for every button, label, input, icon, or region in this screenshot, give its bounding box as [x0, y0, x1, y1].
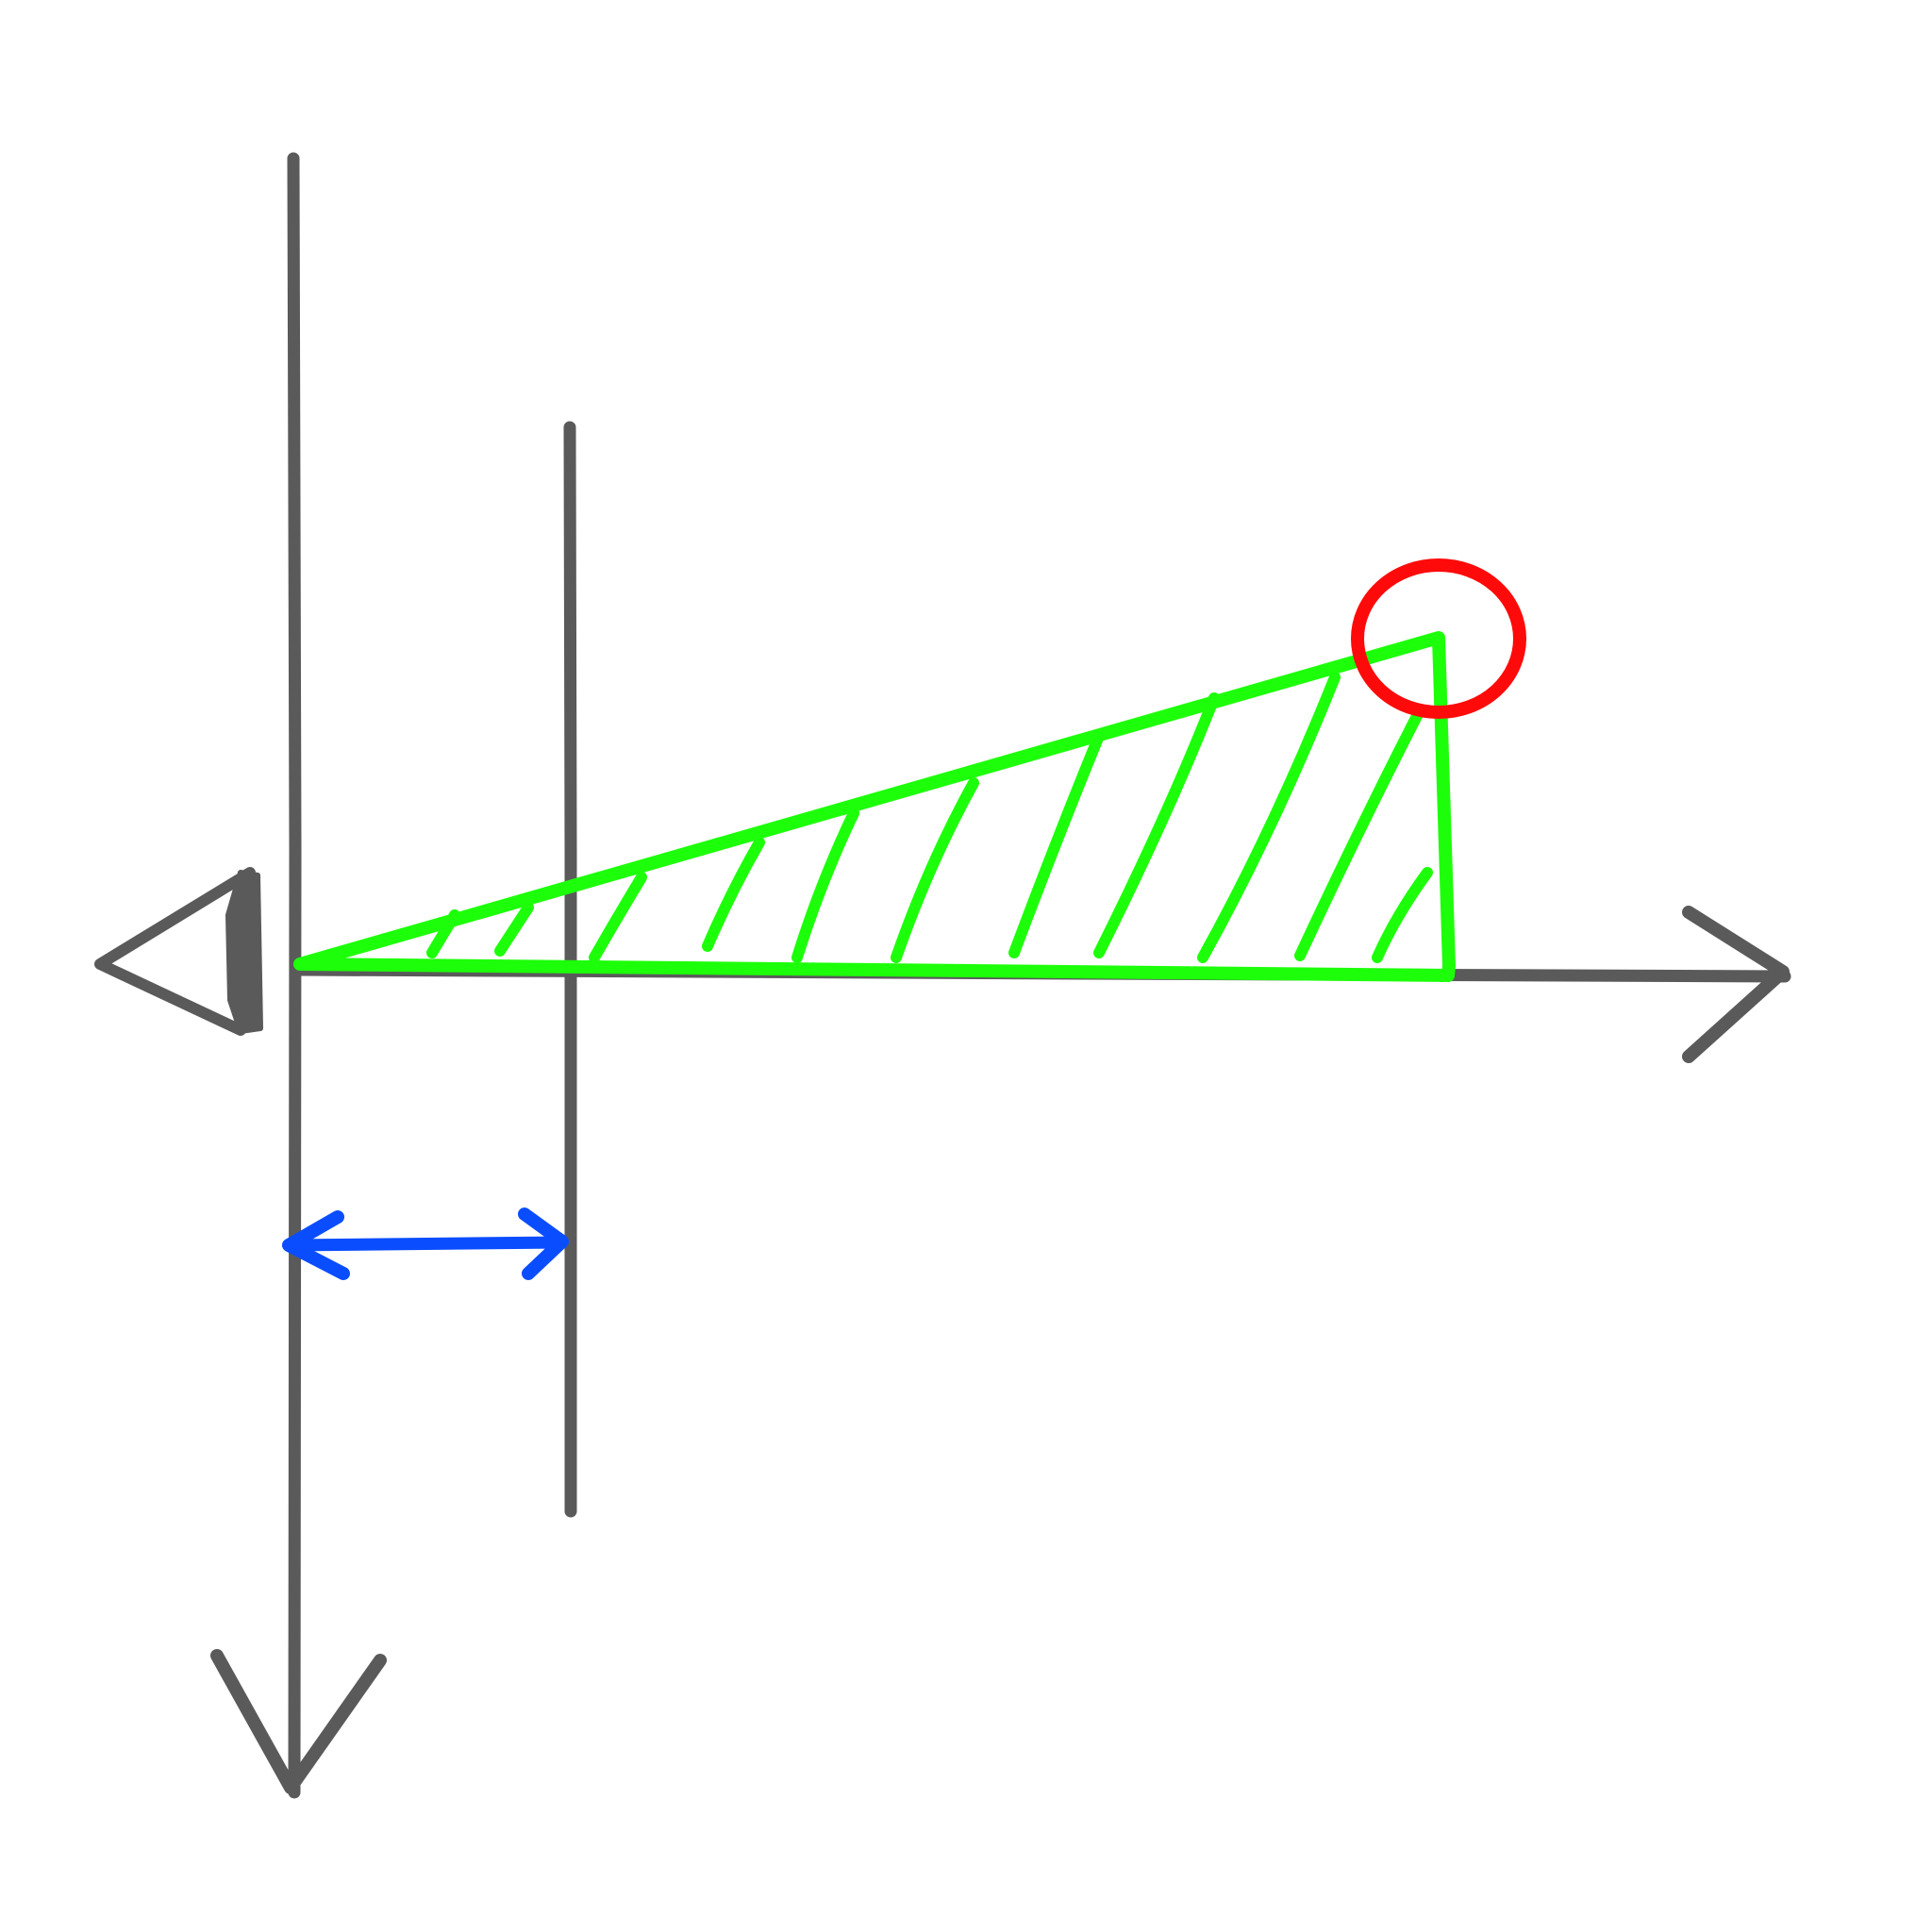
eye-triangle-marker: [94, 867, 263, 1036]
red-circle-highlight: [1351, 558, 1526, 719]
vertical-axis-arrow-down: [210, 152, 387, 1799]
blue-double-arrow[interactable]: [282, 1208, 569, 1280]
second-vertical-line: [563, 421, 577, 1518]
horizontal-axis-arrow-right: [291, 906, 1791, 1063]
hatched-green-triangle: [293, 631, 1456, 982]
